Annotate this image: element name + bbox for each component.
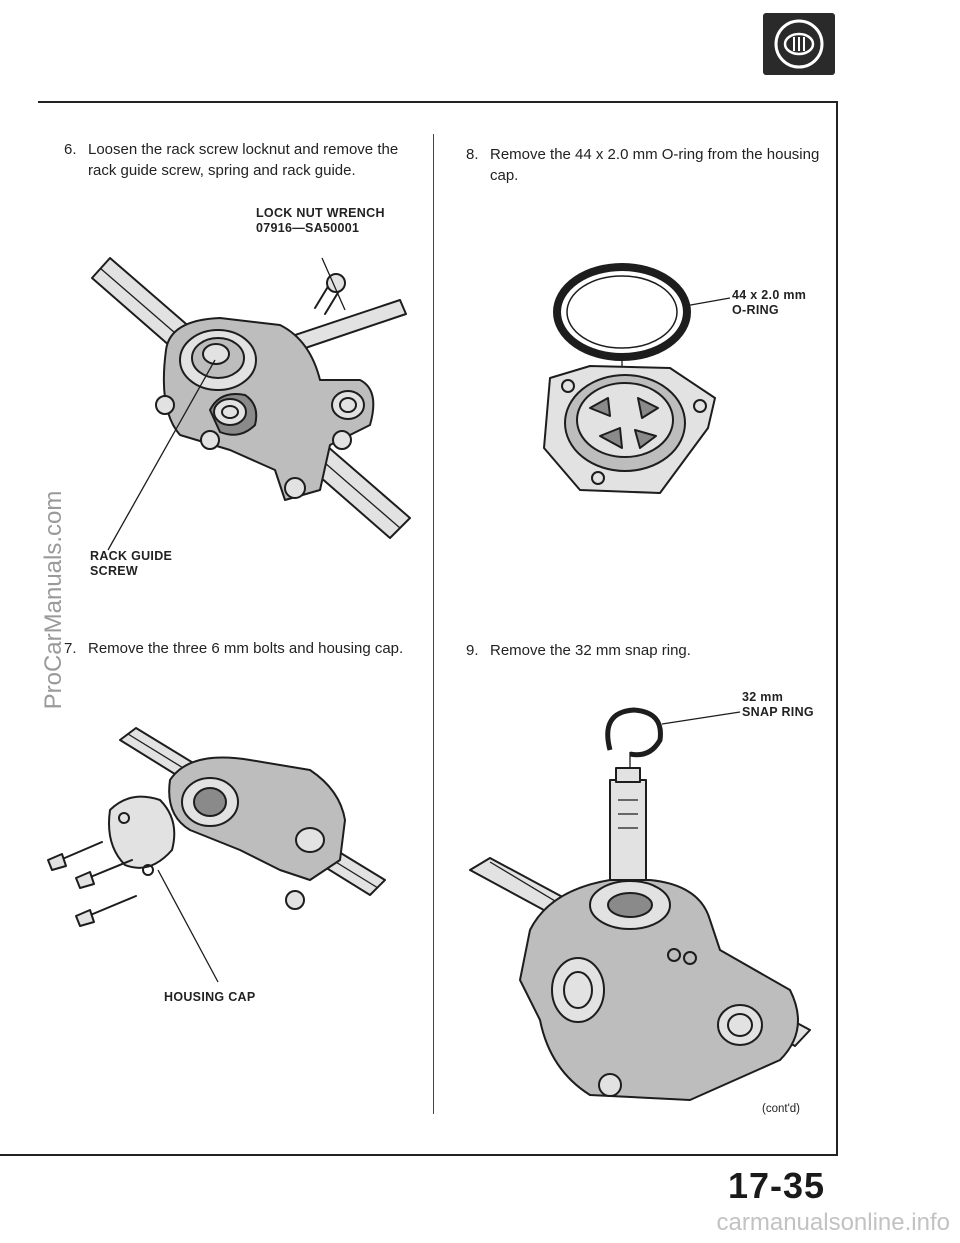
step-6: 6. Loosen the rack screw locknut and rem… [64, 139, 414, 181]
rack-guide-screw-label: RACK GUIDE SCREW [90, 549, 172, 579]
figure-snap-ring [450, 690, 830, 1110]
page-number: 17-35 [728, 1165, 826, 1206]
step-8: 8. Remove the 44 x 2.0 mm O-ring from th… [466, 144, 828, 186]
callout-line: RACK GUIDE [90, 549, 173, 563]
callout-line: SNAP RING [742, 705, 814, 719]
watermark-vertical: ProCarManuals.com [40, 490, 67, 710]
housing-cap-label: HOUSING CAP [164, 990, 256, 1004]
step-number: 9. [466, 642, 479, 659]
step-text: Remove the three 6 mm bolts and housing … [88, 640, 404, 657]
snap-ring-label: 32 mm SNAP RING [742, 690, 814, 720]
callout-line: 44 x 2.0 mm [732, 288, 807, 302]
callout-line: SCREW [90, 564, 139, 578]
step-7: 7. Remove the three 6 mm bolts and housi… [64, 638, 414, 659]
steering-wheel-icon [762, 12, 836, 76]
top-rule [38, 101, 838, 103]
o-ring-label: 44 x 2.0 mm O-RING [732, 288, 806, 318]
continued-label: (cont'd) [762, 1103, 800, 1115]
step-9: 9. Remove the 32 mm snap ring. [466, 640, 828, 661]
bottom-rule [0, 1154, 838, 1156]
step-text: Remove the 32 mm snap ring. [490, 642, 691, 659]
callout-line: LOCK NUT WRENCH [256, 206, 385, 220]
step-number: 7. [64, 640, 77, 657]
callout-line: O-RING [732, 303, 779, 317]
callout-line: 32 mm [742, 690, 784, 704]
figure-o-ring [530, 258, 830, 508]
step-text: Loosen the rack screw locknut and remove… [88, 141, 399, 179]
step-number: 6. [64, 141, 77, 158]
step-text: Remove the 44 x 2.0 mm O-ring from the h… [490, 146, 820, 184]
figure-rack-guide-screw [70, 200, 430, 590]
column-divider [433, 134, 434, 1114]
lock-nut-wrench-label: LOCK NUT WRENCH 07916—SA50001 [256, 206, 385, 236]
step-number: 8. [466, 146, 479, 163]
figure-housing-cap [40, 710, 400, 1010]
right-rule [836, 101, 838, 1156]
callout-line: 07916—SA50001 [256, 221, 360, 235]
watermark-footer: carmanualsonline.info [716, 1209, 950, 1236]
